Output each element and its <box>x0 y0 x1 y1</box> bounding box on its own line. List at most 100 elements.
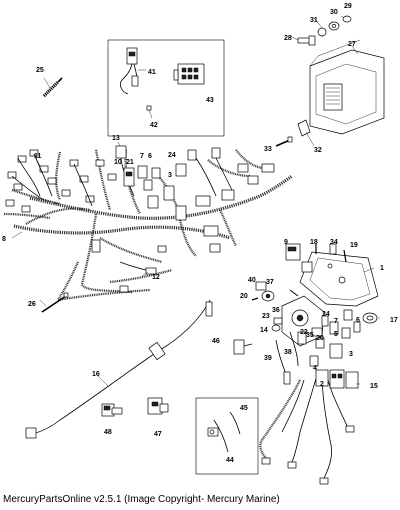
callout-44: 44 <box>226 457 234 464</box>
callout-19: 19 <box>350 242 358 249</box>
callout-18: 18 <box>310 239 318 246</box>
callout-7: 7 <box>140 153 144 160</box>
relay-22[interactable] <box>297 331 307 345</box>
screw-20[interactable] <box>251 297 259 301</box>
connector-inset-box <box>107 39 225 137</box>
callout-11: 11 <box>34 153 42 160</box>
callout-3: 3 <box>168 172 172 179</box>
relay-9[interactable] <box>285 243 301 261</box>
component-40[interactable] <box>255 281 267 291</box>
callout-42: 42 <box>150 122 158 129</box>
connector-43[interactable] <box>173 63 205 85</box>
cable-16[interactable] <box>25 299 213 439</box>
callout-20: 20 <box>240 293 248 300</box>
callout-38: 38 <box>284 349 292 356</box>
callout-30: 30 <box>330 9 338 16</box>
screw-33[interactable] <box>275 136 293 147</box>
washer-30[interactable] <box>328 21 340 31</box>
relay-19b[interactable] <box>301 261 313 273</box>
callout-25: 25 <box>36 67 44 74</box>
fuse-6b[interactable] <box>353 321 361 333</box>
connector-24[interactable] <box>175 163 187 177</box>
callout-31: 31 <box>310 17 318 24</box>
ecm-module-27[interactable] <box>309 39 385 135</box>
callout-47: 47 <box>154 431 162 438</box>
callout-16: 16 <box>92 371 100 378</box>
connector-12[interactable] <box>119 261 157 275</box>
relay-5[interactable] <box>147 195 159 209</box>
callout-8: 8 <box>2 236 6 243</box>
fuse-6[interactable] <box>151 167 161 179</box>
fuse-34a[interactable] <box>329 243 337 255</box>
callout-35: 35 <box>306 332 314 339</box>
harness-plug-lower[interactable] <box>91 239 167 293</box>
callout-32: 32 <box>314 147 322 154</box>
callout-12: 12 <box>152 274 160 281</box>
relay-3[interactable] <box>163 185 175 201</box>
screw-36[interactable] <box>289 289 299 297</box>
callout-1: 1 <box>380 265 384 272</box>
nut-29[interactable] <box>342 15 352 23</box>
connector-47[interactable] <box>147 397 169 415</box>
relay-35[interactable] <box>315 337 325 349</box>
grommet-14[interactable] <box>271 324 281 332</box>
relay-5b[interactable] <box>341 327 351 339</box>
ground-strap-inset-box <box>195 397 259 475</box>
callout-15: 15 <box>370 383 378 390</box>
callout-4: 4 <box>313 365 317 372</box>
circuit-breaker-assembly[interactable] <box>281 295 325 347</box>
cable-38[interactable] <box>289 331 299 367</box>
callout-labels: 1 2 3 3 4 5 6 6 7 7 8 9 10 11 12 13 14 1… <box>2 3 398 464</box>
screw-19[interactable] <box>343 249 347 263</box>
callout-46: 46 <box>212 338 220 345</box>
callout-21: 21 <box>126 159 134 166</box>
callout-9: 9 <box>284 239 288 246</box>
harness-connectors-right[interactable] <box>175 147 275 253</box>
connector-cluster-11[interactable] <box>5 149 117 213</box>
washer-37[interactable] <box>261 290 275 302</box>
callout-34: 34 <box>330 239 338 246</box>
copyright-footer: MercuryPartsOnline v2.5.1 (Image Copyrig… <box>3 494 280 505</box>
grommet-31[interactable] <box>317 27 327 37</box>
callout-5: 5 <box>334 331 338 338</box>
relay-7b[interactable] <box>343 309 353 321</box>
relay-3b[interactable] <box>329 343 343 359</box>
mounting-plate-1[interactable] <box>299 251 379 307</box>
callout-22: 22 <box>300 329 308 336</box>
relay-4[interactable] <box>309 355 319 367</box>
callout-40: 40 <box>248 277 256 284</box>
callout-45: 45 <box>240 405 248 412</box>
callout-26: 26 <box>28 301 36 308</box>
part-42[interactable] <box>146 105 153 119</box>
sub-harness-15[interactable] <box>259 369 359 485</box>
cable-45[interactable] <box>229 411 241 435</box>
callout-24: 24 <box>168 152 176 159</box>
callout-41: 41 <box>148 69 156 76</box>
sensor-39[interactable] <box>275 339 291 385</box>
callout-29: 29 <box>344 3 352 10</box>
callout-34-right: 34 <box>322 311 330 318</box>
ground-strap-44[interactable] <box>207 419 229 453</box>
bolt-28[interactable] <box>297 35 316 46</box>
callout-48: 48 <box>104 429 112 436</box>
callout-36: 36 <box>272 307 280 314</box>
connector-48[interactable] <box>101 403 123 417</box>
callout-28: 28 <box>284 35 292 42</box>
relay-21[interactable] <box>137 165 148 179</box>
callout-14: 14 <box>260 327 268 334</box>
callout-37: 37 <box>266 279 274 286</box>
callout-3-right: 3 <box>349 351 353 358</box>
bracket-32[interactable] <box>297 119 311 137</box>
fuse-7[interactable] <box>143 179 153 191</box>
clamp-17[interactable] <box>362 312 378 324</box>
connector-41[interactable] <box>120 47 139 95</box>
callout-7-right: 7 <box>334 318 338 325</box>
spacer-23[interactable] <box>273 317 283 325</box>
cable-tie-26[interactable] <box>41 292 69 313</box>
connector-10[interactable] <box>123 167 135 187</box>
relay-20b[interactable] <box>329 321 339 335</box>
sensor-46[interactable] <box>233 339 253 355</box>
sensor-25[interactable] <box>42 77 63 98</box>
fuse-34b[interactable] <box>321 315 329 327</box>
callout-23: 23 <box>262 313 270 320</box>
